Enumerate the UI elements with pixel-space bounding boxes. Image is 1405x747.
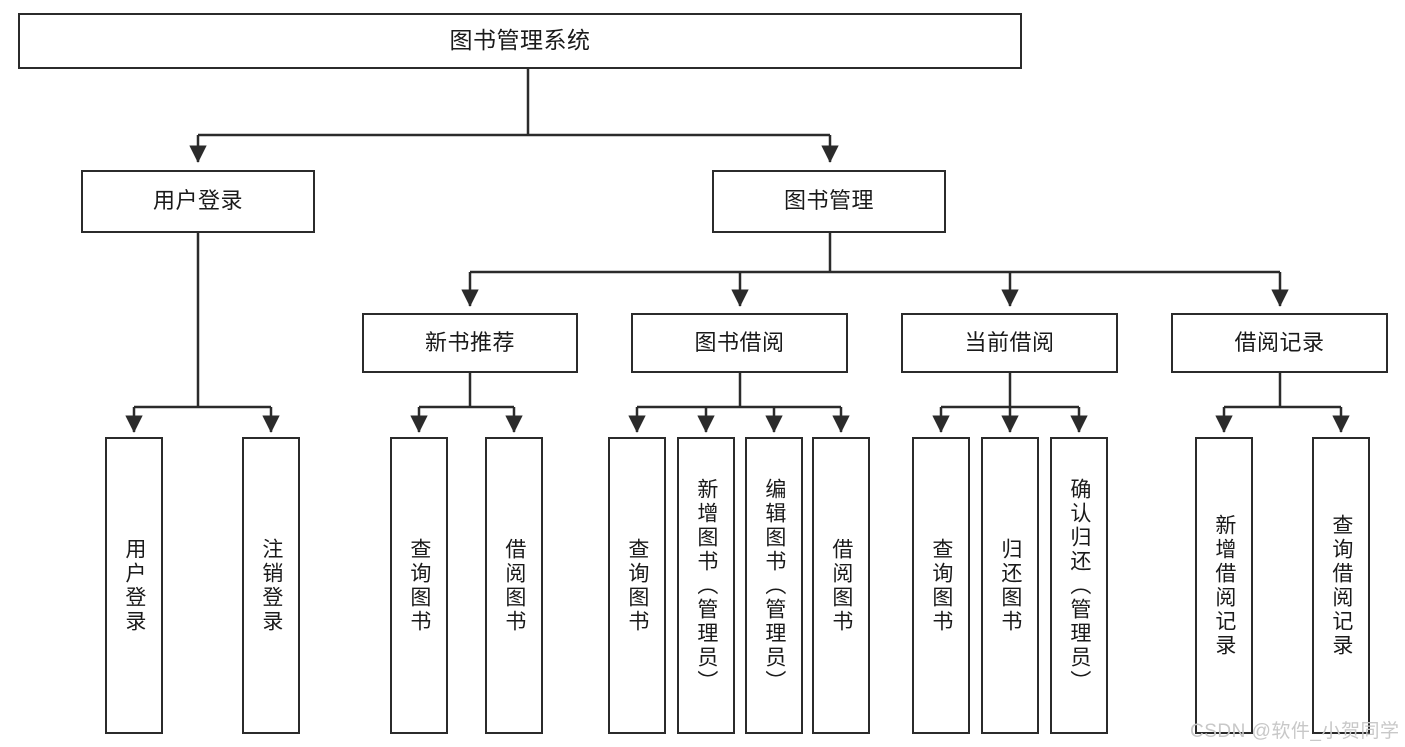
node-label: 新增图书（管理员） (694, 477, 718, 694)
node-label: 图书管理系统 (449, 27, 591, 54)
node-label: 查询图书 (929, 537, 953, 634)
leaf-recommend-borrow-book[interactable]: 借阅图书 (485, 437, 543, 734)
node-label: 新增借阅记录 (1212, 513, 1236, 658)
node-label: 编辑图书（管理员） (762, 477, 786, 694)
leaf-borrow-add-book-admin[interactable]: 新增图书（管理员） (677, 437, 735, 734)
node-label: 借阅图书 (502, 537, 526, 634)
leaf-current-confirm-return-admin[interactable]: 确认归还（管理员） (1050, 437, 1108, 734)
leaf-current-query-book[interactable]: 查询图书 (912, 437, 970, 734)
leaf-current-return-book[interactable]: 归还图书 (981, 437, 1039, 734)
node-label: 用户登录 (152, 188, 243, 214)
leaf-record-query-record[interactable]: 查询借阅记录 (1312, 437, 1370, 734)
node-label: 借阅记录 (1234, 329, 1325, 355)
node-book-management[interactable]: 图书管理 (712, 170, 946, 233)
leaf-user-login-login[interactable]: 用户登录 (105, 437, 163, 734)
leaf-borrow-query-book[interactable]: 查询图书 (608, 437, 666, 734)
node-label: 图书管理 (783, 188, 874, 214)
node-root-system[interactable]: 图书管理系统 (18, 13, 1022, 69)
node-label: 借阅图书 (829, 537, 853, 634)
node-current-borrow[interactable]: 当前借阅 (901, 313, 1118, 373)
node-book-borrow[interactable]: 图书借阅 (631, 313, 848, 373)
leaf-record-add-record[interactable]: 新增借阅记录 (1195, 437, 1253, 734)
node-borrow-record[interactable]: 借阅记录 (1171, 313, 1388, 373)
node-new-book-recommend[interactable]: 新书推荐 (362, 313, 578, 373)
node-label: 图书借阅 (694, 329, 785, 355)
node-label: 当前借阅 (964, 329, 1055, 355)
leaf-borrow-borrow-book[interactable]: 借阅图书 (812, 437, 870, 734)
csdn-watermark: CSDN @软件_小贺同学 (1190, 721, 1400, 742)
leaf-borrow-edit-book-admin[interactable]: 编辑图书（管理员） (745, 437, 803, 734)
node-label: 注销登录 (259, 537, 283, 634)
node-label: 用户登录 (122, 537, 146, 634)
node-label: 归还图书 (998, 537, 1022, 634)
node-label: 查询借阅记录 (1329, 513, 1353, 658)
node-label: 查询图书 (625, 537, 649, 634)
node-label: 新书推荐 (424, 329, 515, 355)
node-user-login[interactable]: 用户登录 (81, 170, 315, 233)
leaf-user-login-logout[interactable]: 注销登录 (242, 437, 300, 734)
leaf-recommend-query-book[interactable]: 查询图书 (390, 437, 448, 734)
node-label: 查询图书 (407, 537, 431, 634)
node-label: 确认归还（管理员） (1067, 477, 1091, 694)
